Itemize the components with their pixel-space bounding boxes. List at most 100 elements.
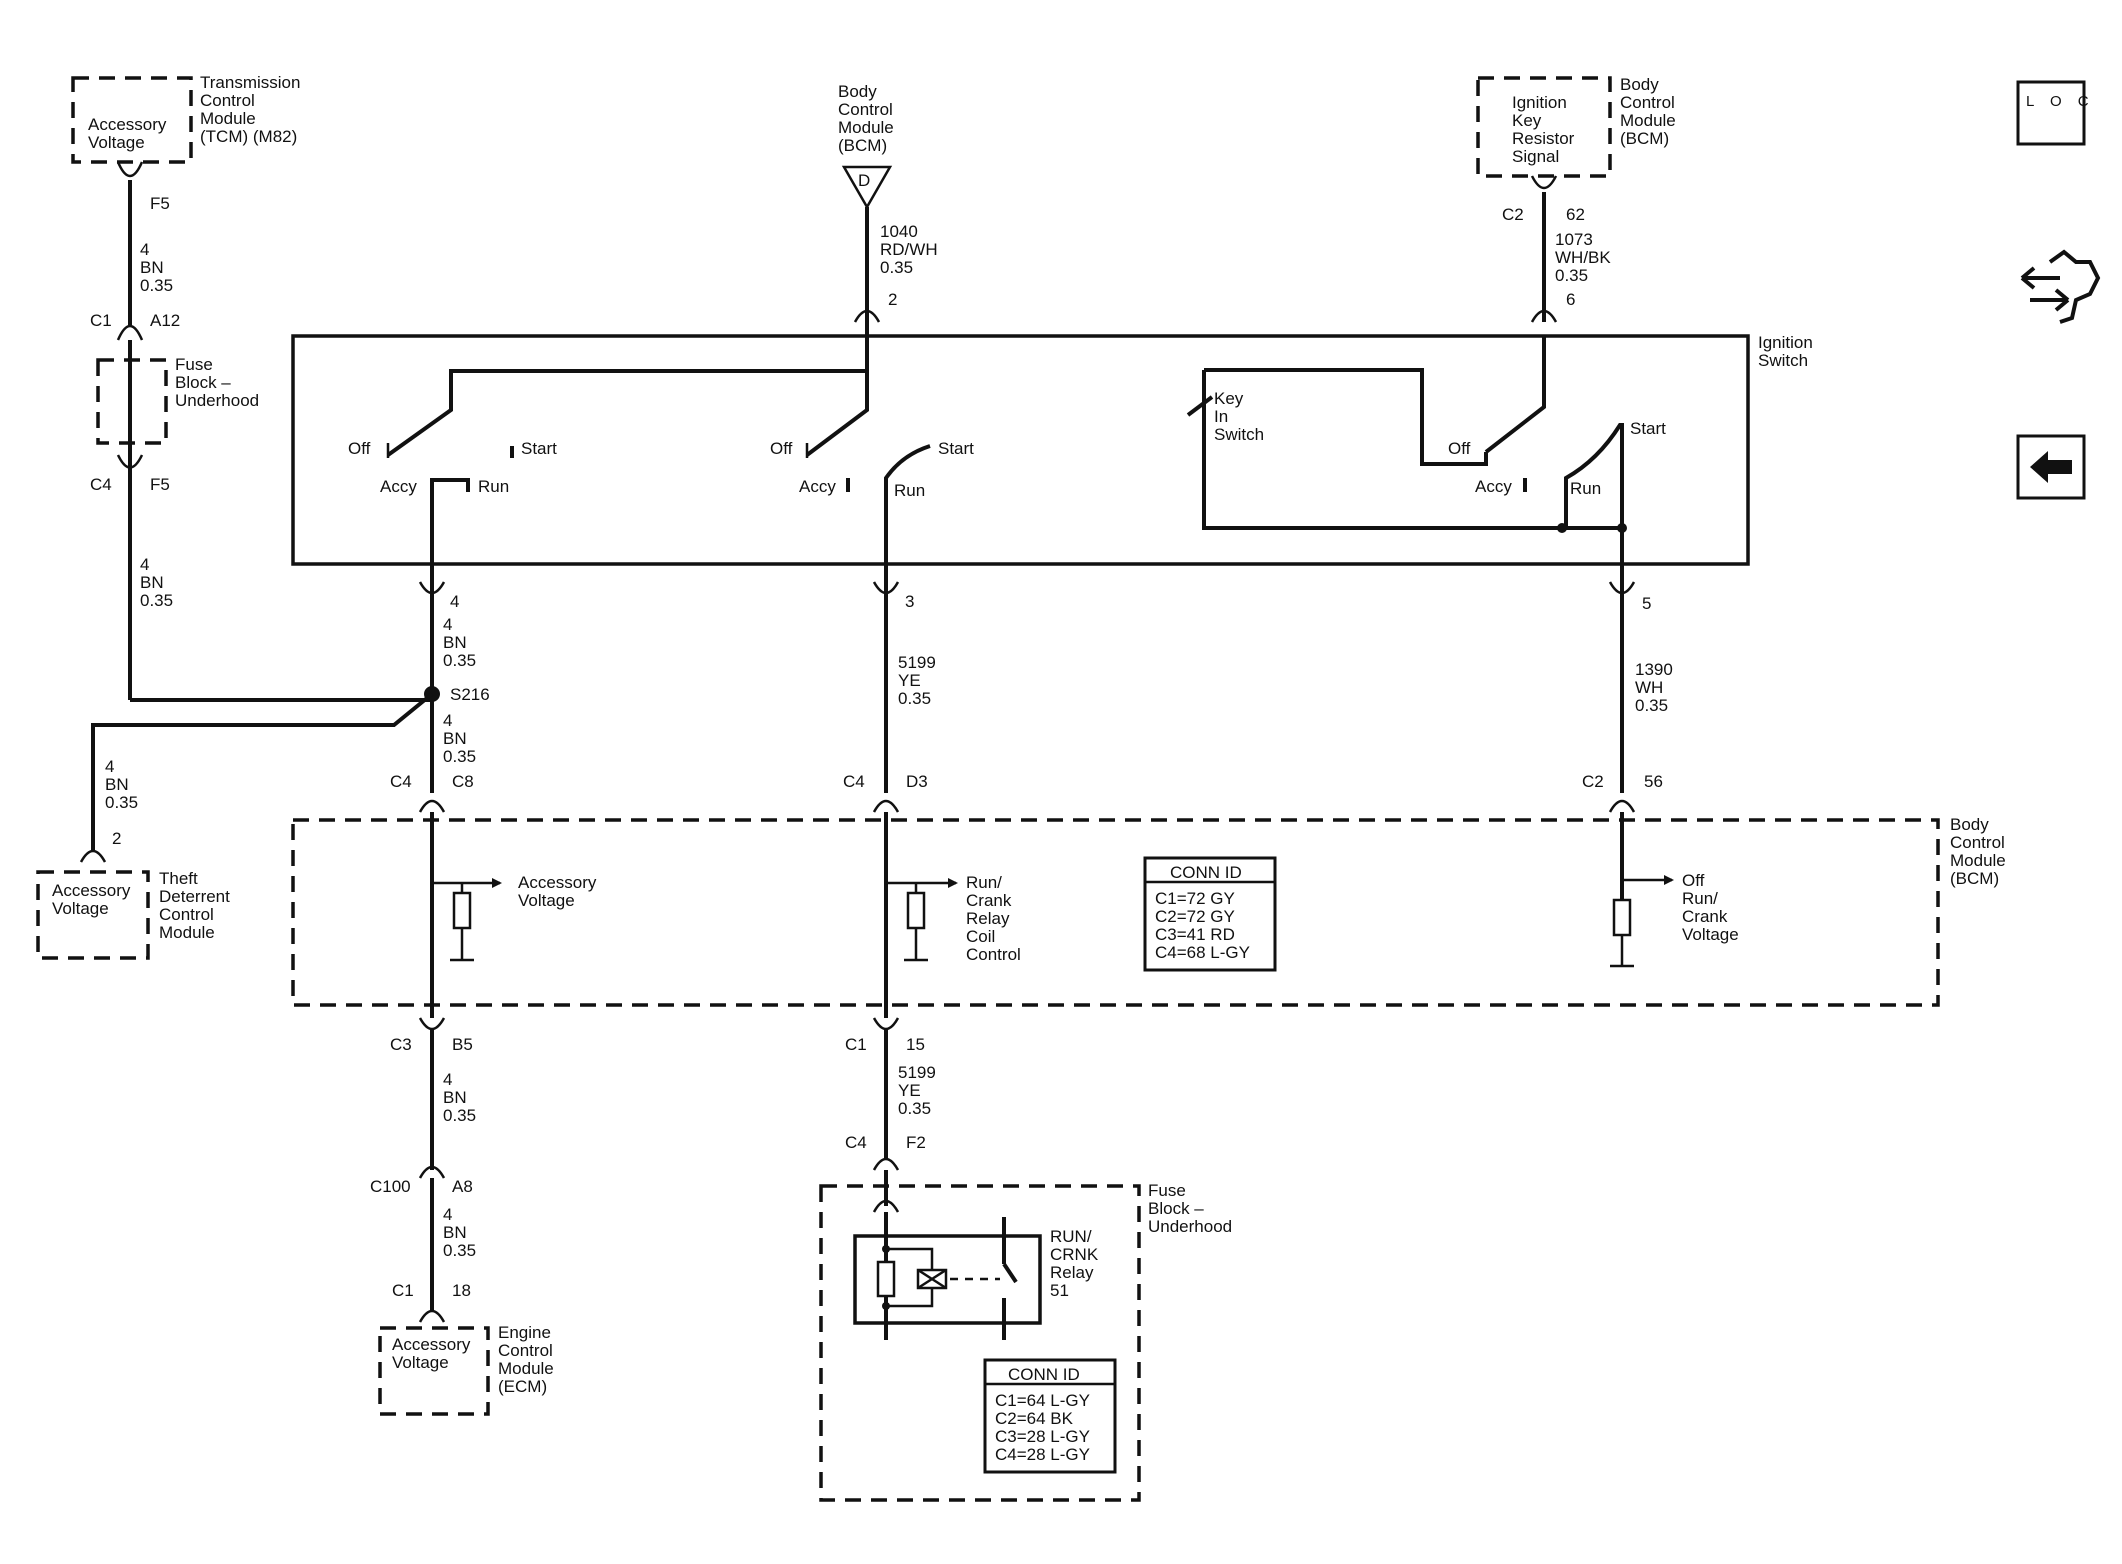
c3-label: C3 <box>390 1035 412 1054</box>
conn-id-fuse-row: C3=28 L-GY <box>995 1427 1090 1446</box>
switch3-accy-label: Accy <box>1475 477 1512 496</box>
right-conn-label: C2 <box>1582 772 1604 791</box>
switch1-accy-label: Accy <box>380 477 417 496</box>
tcm-pin-label: F5 <box>150 194 170 213</box>
loc-icon: L O C <box>2026 93 2095 110</box>
mid-c4-label: C4 <box>845 1133 867 1152</box>
c1-connector-label: C1 <box>90 311 112 330</box>
switch1-run-label: Run <box>478 477 509 496</box>
ignition-switch-section-1: Off Start Accy Run <box>348 322 869 564</box>
bcm-d-tag: D <box>858 171 870 190</box>
conn-id-bcm-row: C3=41 RD <box>1155 925 1235 944</box>
splice-label: S216 <box>450 685 490 704</box>
c1-pin-label: A12 <box>150 311 180 330</box>
bcm-key-pin-label: 62 <box>1566 205 1585 224</box>
conn-id-bcm-row: C2=72 GY <box>1155 907 1235 926</box>
left-conn-pin-label: C8 <box>452 772 474 791</box>
conn-id-fuse-title: CONN ID <box>1008 1365 1080 1384</box>
ecm-c1-label: C1 <box>392 1281 414 1300</box>
conn-id-fuse-row: C2=64 BK <box>995 1409 1074 1428</box>
switch1-start-label: Start <box>521 439 557 458</box>
switch-pin-5: 5 <box>1642 594 1651 613</box>
conn-id-fuse-row: C1=64 L-GY <box>995 1391 1090 1410</box>
mid-c1-pin-label: 15 <box>906 1035 925 1054</box>
tdcm-pin-label: 2 <box>112 829 121 848</box>
conn-id-table-bcm: CONN ID C1=72 GY C2=72 GY C3=41 RD C4=68… <box>1143 856 1277 972</box>
bcm-key-pin-bottom: 6 <box>1566 290 1575 309</box>
switch3-start-label: Start <box>1630 419 1666 438</box>
ignition-switch-section-2: Off Start Accy Run <box>770 371 974 564</box>
switch2-start-label: Start <box>938 439 974 458</box>
switch-pin-3: 3 <box>905 592 914 611</box>
switch2-off-label: Off <box>770 439 793 458</box>
c100-label: C100 <box>370 1177 411 1196</box>
bcm-key-conn-label: C2 <box>1502 205 1524 224</box>
conn-id-table-fuse: CONN ID C1=64 L-GY C2=64 BK C3=28 L-GY C… <box>983 1358 1117 1474</box>
conn-id-bcm-title: CONN ID <box>1170 863 1242 882</box>
mid-conn-pin-label: D3 <box>906 772 928 791</box>
switch2-run-label: Run <box>894 481 925 500</box>
loc-button[interactable]: L O C <box>2016 80 2095 146</box>
run-crank-relay <box>853 1234 1042 1325</box>
conn-id-bcm-row: C1=72 GY <box>1155 889 1235 908</box>
ecm-c1-pin-label: 18 <box>452 1281 471 1300</box>
mid-c1-label: C1 <box>845 1035 867 1054</box>
switch-pin-4: 4 <box>450 592 459 611</box>
right-conn-pin-label: 56 <box>1644 772 1663 791</box>
c4-pin-label: F5 <box>150 475 170 494</box>
diagnostic-tools-icon <box>2020 249 2101 324</box>
diagnostic-tools-button[interactable] <box>2020 249 2101 324</box>
switch3-run-label: Run <box>1570 479 1601 498</box>
left-conn-label: C4 <box>390 772 412 791</box>
bcm-d-pin-label: 2 <box>888 290 897 309</box>
c3-pin-label: B5 <box>452 1035 473 1054</box>
switch3-off-label: Off <box>1448 439 1471 458</box>
switch2-accy-label: Accy <box>799 477 836 496</box>
mid-conn-label: C4 <box>843 772 865 791</box>
mid-c4-pin-label: F2 <box>906 1133 926 1152</box>
back-button[interactable] <box>2016 434 2086 500</box>
c4-connector-label: C4 <box>90 475 112 494</box>
